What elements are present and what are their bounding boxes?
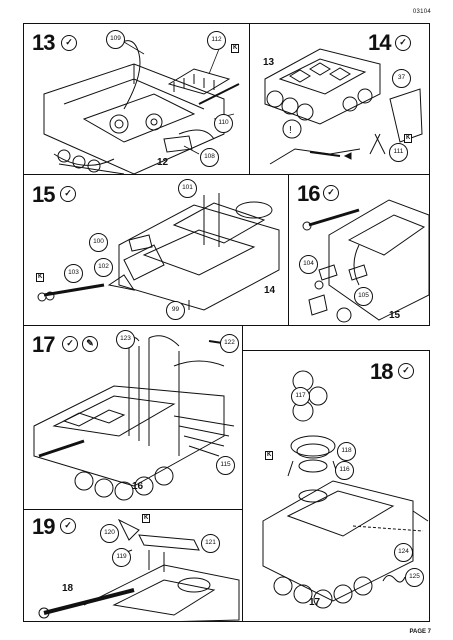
part-callout: 99 (166, 301, 185, 320)
step-19-number: 19 (32, 514, 56, 539)
part-callout: 117 (291, 387, 310, 406)
glue-icon: ✓ (395, 35, 411, 51)
subassembly-label: 16 (132, 481, 144, 492)
part-callout: 118 (337, 442, 356, 461)
glue-icon: ✓ (323, 185, 339, 201)
sprue-flag: K (265, 451, 274, 460)
step-18-panel: 18 ✓ 117 K 118 116 124 125 17 (242, 350, 430, 622)
step-19-drawing (38, 518, 240, 621)
part-callout: 37 (392, 69, 411, 88)
step-16-panel: 16 ✓ 104 105 15 (288, 174, 430, 326)
sprue-flag: K (231, 44, 240, 53)
subassembly-label: 13 (263, 57, 275, 68)
part-callout: 123 (116, 330, 135, 349)
step-16-number: 16 (297, 181, 321, 206)
sprue-flag: K (142, 514, 151, 523)
subassembly-label: 12 (157, 157, 169, 168)
step-16-drawing (302, 199, 429, 323)
sprue-flag: K (36, 273, 45, 282)
step-19-panel: 19 ✓ K 120 121 119 18 (23, 509, 243, 622)
step-13-panel: 13 ✓ 109 112 K 110 108 12 (23, 23, 250, 175)
step-17-drawing (33, 335, 235, 501)
part-callout: 115 (216, 456, 235, 475)
part-callout: 100 (89, 233, 108, 252)
step-14-panel: ! 14 ✓ 13 37 K 111 (249, 23, 430, 175)
step-14-number: 14 (368, 30, 392, 55)
part-callout: 119 (112, 548, 131, 567)
part-callout: 110 (214, 114, 233, 133)
part-callout: 102 (94, 258, 113, 277)
product-code: 03104 (412, 9, 431, 15)
sprue-flag: K (404, 134, 413, 143)
part-callout: 104 (299, 255, 318, 274)
subassembly-label: 17 (309, 597, 321, 608)
step-18-drawing (262, 370, 429, 609)
part-callout: 103 (64, 264, 83, 283)
glue-icon: ✓ (60, 186, 76, 202)
step-15-drawing (37, 193, 280, 315)
subassembly-label: 14 (264, 285, 276, 296)
step-17-panel: 17 ✓ ✎ 123 122 115 16 (23, 325, 243, 510)
part-callout: 124 (394, 543, 413, 562)
step-15-panel: 15 ✓ 101 100 102 K 103 99 14 (23, 174, 289, 326)
part-callout: 116 (335, 461, 354, 480)
part-callout: 120 (100, 524, 119, 543)
glue-icon: ✓ (62, 336, 78, 352)
glue-icon: ✓ (398, 363, 414, 379)
step-15-number: 15 (32, 182, 56, 207)
step-18-number: 18 (370, 359, 394, 384)
part-callout: 111 (389, 143, 408, 162)
glue-icon: ✓ (61, 35, 77, 51)
part-callout: 109 (106, 30, 125, 49)
svg-text:!: ! (289, 125, 292, 136)
subassembly-label: 15 (389, 310, 401, 321)
glue-icon: ✓ (60, 518, 76, 534)
step-17-number: 17 (32, 332, 56, 357)
paint-icon: ✎ (82, 336, 98, 352)
part-callout: 101 (178, 179, 197, 198)
part-callout: 108 (200, 148, 219, 167)
step-14-drawing: ! (264, 48, 423, 165)
step-13-number: 13 (32, 30, 56, 55)
step-13-drawing (43, 40, 240, 174)
part-callout: 125 (405, 568, 424, 587)
part-callout: 112 (207, 31, 226, 50)
part-callout: 121 (201, 534, 220, 553)
part-callout: 105 (354, 287, 373, 306)
part-callout: 122 (220, 334, 239, 353)
subassembly-label: 18 (62, 583, 74, 594)
page-number: PAGE 7 (409, 629, 431, 635)
